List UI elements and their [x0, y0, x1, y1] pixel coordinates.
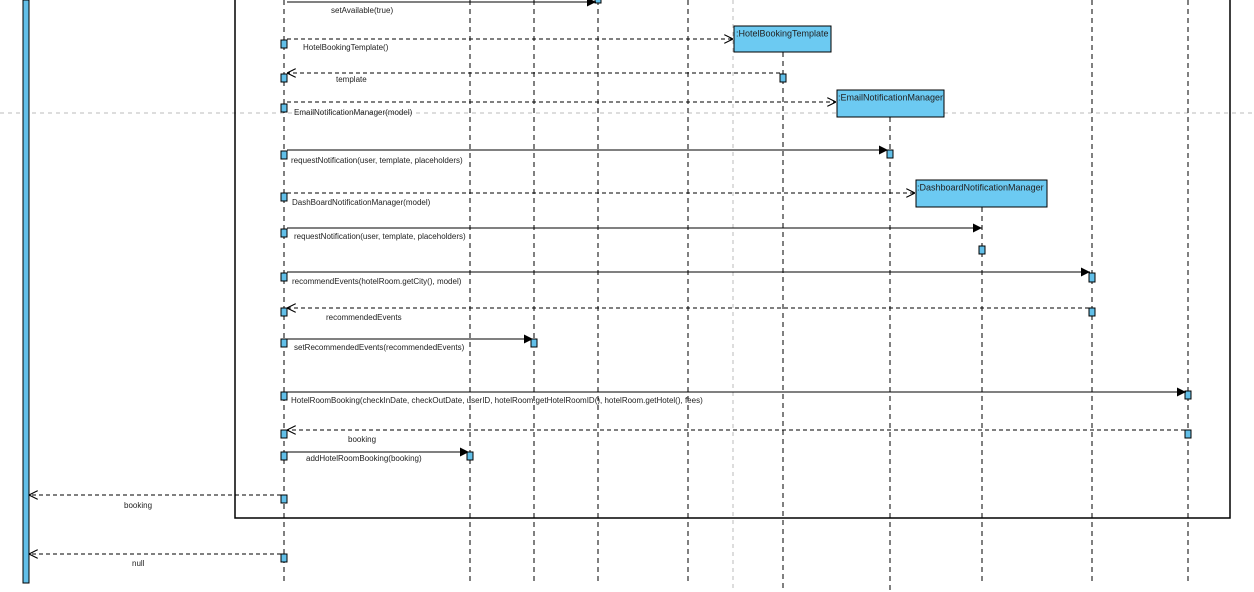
message-labels: setAvailable(true) HotelBookingTemplate(…	[124, 6, 703, 568]
message-label-request-notification-dashboard: requestNotification(user, template, plac…	[294, 232, 466, 241]
activation-box	[978, 245, 986, 255]
object-label: :EmailNotificationManager	[838, 92, 943, 102]
activation-box	[779, 73, 787, 83]
activation-box	[280, 553, 288, 563]
message-label-booking-return-inner: booking	[348, 435, 376, 444]
message-label-set-recommended-events: setRecommendedEvents(recommendedEvents)	[294, 343, 465, 352]
activation-box	[280, 39, 288, 49]
lifelines	[283, 0, 1189, 592]
activation-box	[280, 391, 288, 401]
activation-box	[1088, 272, 1096, 283]
message-label-recommend-events: recommendEvents(hotelRoom.getCity(), mod…	[292, 277, 462, 286]
activation-box	[280, 272, 288, 282]
object-box[interactable]	[733, 25, 832, 53]
message-label-hotel-booking-template-create: HotelBookingTemplate()	[303, 43, 389, 52]
activation-box	[280, 338, 288, 348]
message-label-email-manager-create: EmailNotificationManager(model)	[294, 108, 413, 117]
message-label-template-return: template	[336, 75, 367, 84]
activation-box	[1088, 307, 1096, 317]
object-label: :HotelBookingTemplate	[736, 28, 829, 38]
message-label-hotel-room-booking: HotelRoomBooking(checkInDate, checkOutDa…	[291, 396, 703, 405]
activation-box	[466, 451, 474, 461]
object-hotel-booking-template[interactable]: :HotelBookingTemplate	[733, 25, 832, 53]
object-label: :DashboardNotificationManager	[917, 182, 1044, 192]
activation-box	[886, 149, 894, 159]
activation-box	[280, 429, 288, 439]
message-label-recommended-events-return: recommendedEvents	[326, 313, 402, 322]
activation-box	[280, 103, 288, 113]
message-label-booking-return-outer: booking	[124, 501, 152, 510]
message-label-add-hotel-room-booking: addHotelRoomBooking(booking)	[306, 454, 422, 463]
activation-box	[280, 228, 288, 238]
activation-box	[280, 307, 288, 317]
message-label-dashboard-manager-create: DashBoardNotificationManager(model)	[292, 198, 431, 207]
activation-box	[1184, 429, 1192, 439]
message-label-null-return: null	[132, 559, 145, 568]
activation-box	[594, 0, 602, 4]
activation-box	[280, 150, 288, 160]
activation-box	[280, 451, 288, 461]
activation-box	[280, 73, 288, 83]
message-label-request-notification-email: requestNotification(user, template, plac…	[291, 156, 463, 165]
object-dashboard-notification-manager[interactable]: :DashboardNotificationManager	[915, 179, 1048, 208]
fragment-frame	[234, 0, 1231, 519]
caller-activation-bar	[22, 0, 30, 584]
message-label-set-available: setAvailable(true)	[331, 6, 393, 15]
object-box[interactable]	[915, 179, 1048, 208]
object-email-notification-manager[interactable]: :EmailNotificationManager	[836, 89, 945, 118]
object-box[interactable]	[836, 89, 945, 118]
activation-box	[530, 338, 538, 348]
activation-box	[280, 192, 288, 202]
activation-box	[280, 494, 288, 504]
message-arrows	[29, 0, 1186, 554]
